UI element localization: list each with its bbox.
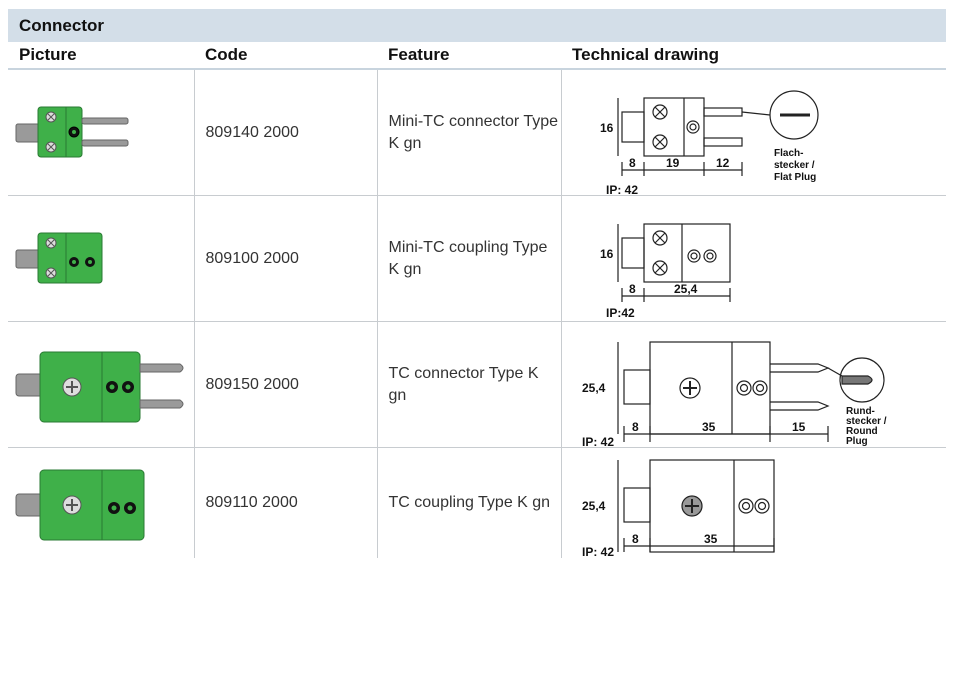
height-dimension: 16 <box>600 121 614 135</box>
feature-cell: TC coupling Type K gn <box>376 447 561 558</box>
picture-cell <box>8 448 194 559</box>
feature-cell: TC connector Type K gn <box>376 321 561 448</box>
column-header-code: Code <box>194 42 377 70</box>
code-cell: 809150 2000 <box>193 321 377 448</box>
tc-coupling-picture <box>15 469 145 541</box>
height-dimension: 16 <box>600 247 614 261</box>
mini-connector-picture <box>15 106 129 158</box>
code-cell: 809100 2000 <box>193 195 377 322</box>
technical-drawing-cell: 16 8 25,4 IP:42 <box>560 195 946 322</box>
table-row: 809110 2000 TC coupling Type K gn <box>8 447 946 559</box>
length-dimension: 35 <box>704 532 718 546</box>
technical-drawing: 16 8 19 12 Flach- stecker / Flat Plug IP… <box>600 90 819 195</box>
technical-drawing-cell: 25,4 8 35 IP: 42 <box>560 447 946 558</box>
picture-cell <box>8 195 194 322</box>
plug-label: Rund- <box>846 406 875 417</box>
mini-coupling-picture <box>15 232 103 284</box>
code-cell: 809140 2000 <box>193 69 377 196</box>
table-row: 809150 2000 TC connector Type K gn <box>8 321 946 448</box>
length-dimension: 8 <box>629 282 636 296</box>
length-dimension: 12 <box>716 156 730 170</box>
plug-label: Plug <box>846 436 868 447</box>
picture-cell <box>8 321 194 448</box>
connector-table-panel: Connector Picture Code Feature Technical… <box>8 9 946 558</box>
technical-drawing: 16 8 25,4 IP:42 <box>600 223 731 320</box>
feature-cell: Mini-TC coupling Type K gn <box>376 195 561 322</box>
plug-label: Flat Plug <box>774 172 816 183</box>
table-row: 809140 2000 Mini-TC connector Type K gn <box>8 69 946 196</box>
plug-label: stecker / <box>774 160 815 171</box>
column-header-feature: Feature <box>377 42 561 70</box>
technical-drawing-cell: 25,4 8 35 15 Rund- stecker / Round Plug … <box>560 321 946 448</box>
section-title: Connector <box>8 9 946 42</box>
technical-drawing-cell: 16 8 19 12 Flach- stecker / Flat Plug IP… <box>560 69 946 196</box>
ip-rating: IP: 42 <box>582 545 614 558</box>
picture-cell <box>8 69 194 196</box>
code-cell: 809110 2000 <box>193 447 377 558</box>
length-dimension: 15 <box>792 420 806 434</box>
height-dimension: 25,4 <box>582 381 606 395</box>
ip-rating: IP:42 <box>606 306 635 320</box>
plug-label: Flach- <box>774 148 803 159</box>
technical-drawing: 25,4 8 35 15 Rund- stecker / Round Plug … <box>582 341 887 447</box>
length-dimension: 25,4 <box>674 282 698 296</box>
ip-rating: IP: 42 <box>606 183 638 195</box>
length-dimension: 19 <box>666 156 680 170</box>
height-dimension: 25,4 <box>582 499 606 513</box>
length-dimension: 35 <box>702 420 716 434</box>
length-dimension: 8 <box>629 156 636 170</box>
feature-cell: Mini-TC connector Type K gn <box>376 69 561 196</box>
plug-label: Round <box>846 426 878 437</box>
column-header-picture: Picture <box>8 42 194 70</box>
table-row: 809100 2000 Mini-TC coupling Type K gn <box>8 195 946 322</box>
column-header-technical-drawing: Technical drawing <box>561 42 946 70</box>
tc-connector-picture <box>15 351 184 423</box>
table-header-row: Picture Code Feature Technical drawing <box>8 42 946 70</box>
plug-label: stecker / <box>846 416 887 427</box>
technical-drawing: 25,4 8 35 IP: 42 <box>582 459 775 558</box>
length-dimension: 8 <box>632 532 639 546</box>
length-dimension: 8 <box>632 420 639 434</box>
connector-table: Picture Code Feature Technical drawing <box>8 42 946 558</box>
ip-rating: IP: 42 <box>582 435 614 447</box>
